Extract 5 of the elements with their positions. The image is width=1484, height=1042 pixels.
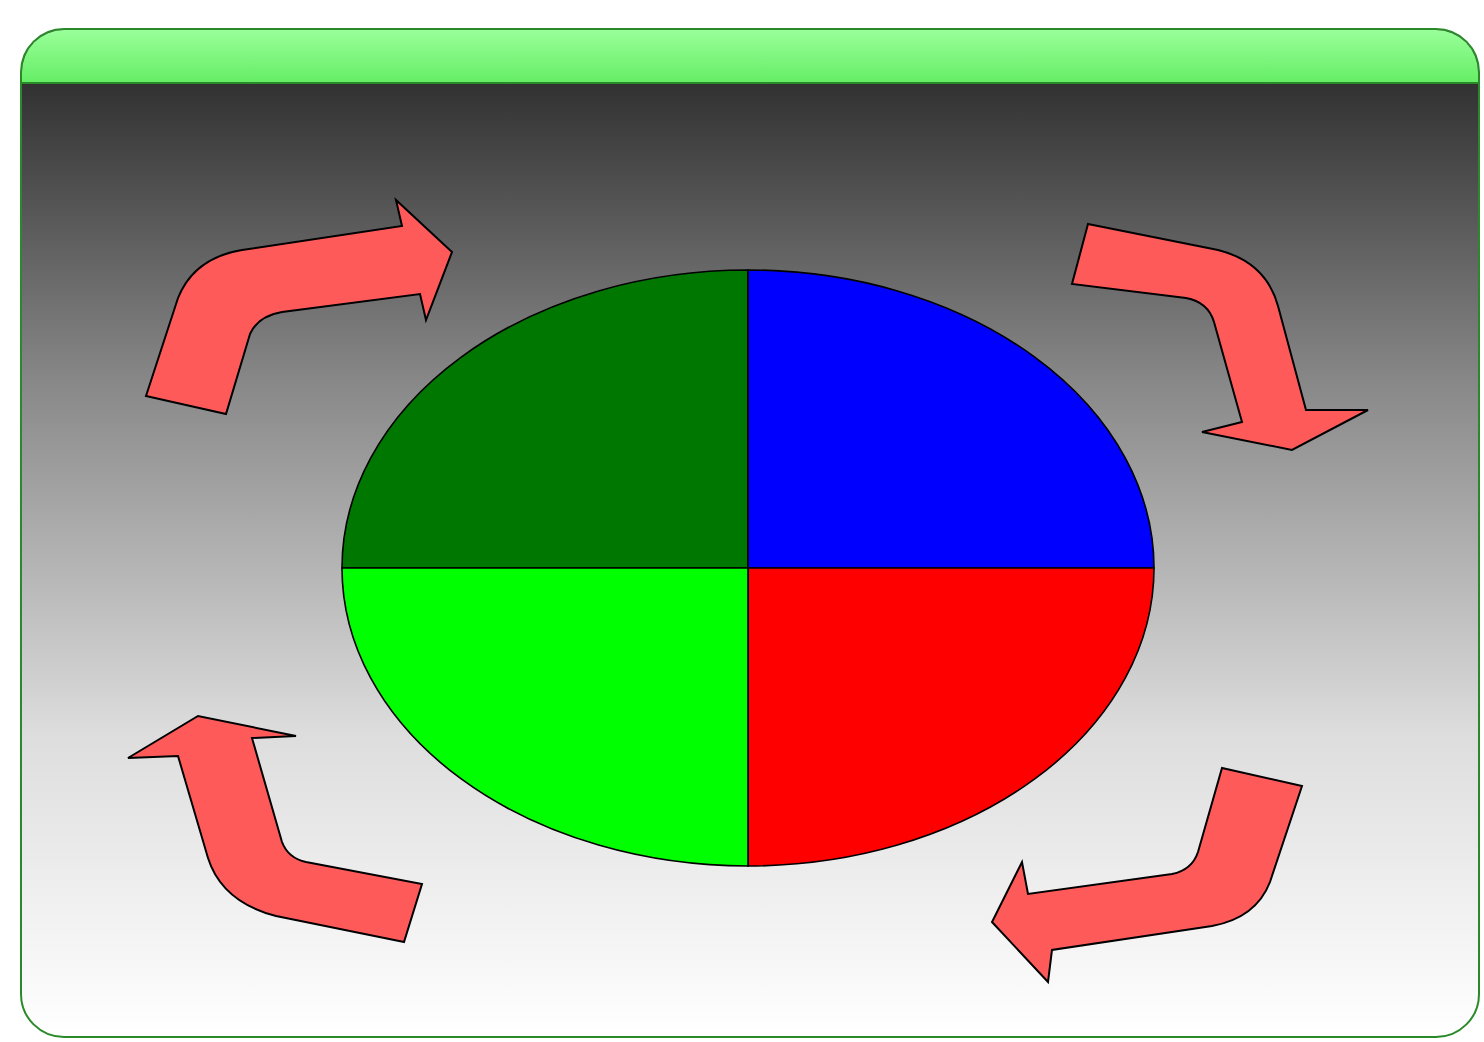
quadrant-segment xyxy=(747,269,1155,569)
quadrant-segment xyxy=(747,567,1155,867)
quadrant-segment xyxy=(341,567,749,867)
quadrant-segment xyxy=(341,269,749,569)
panel-background xyxy=(20,28,1480,1038)
